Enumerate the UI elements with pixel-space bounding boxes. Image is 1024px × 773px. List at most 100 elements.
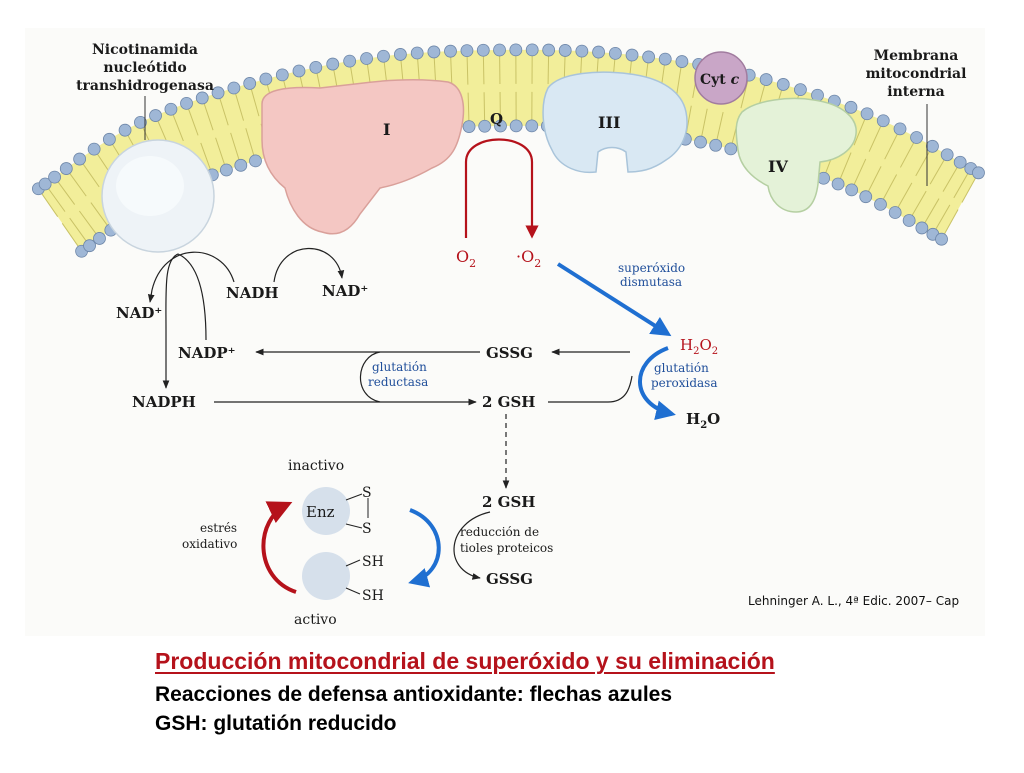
lipid-head [310, 61, 322, 73]
transhydrogenase-protein [102, 140, 214, 252]
lipid-head [84, 240, 96, 252]
gpx-label-line-2: peroxidasa [651, 376, 718, 390]
transhydrogenase-label-line-2: nucleótido [103, 60, 186, 76]
lipid-head [74, 153, 86, 165]
transhydrogenase-label-line-1: Nicotinamida [92, 42, 198, 58]
lipid-head [543, 44, 555, 56]
nadh-label: NADH [226, 284, 279, 302]
lipid-head [794, 84, 806, 96]
lipid-head [165, 103, 177, 115]
lipid-head [626, 49, 638, 61]
lipid-head [394, 48, 406, 60]
complex-i-label: I [383, 120, 390, 139]
lipid-head [150, 110, 162, 122]
superoxide-text: ·O [516, 247, 534, 266]
lipid-head [510, 44, 522, 56]
lipid-head [941, 149, 953, 161]
caption-line-1: Reacciones de defensa antioxidante: flec… [155, 683, 672, 707]
lipid-head [181, 97, 193, 109]
transhydrogenase-label-line-3: transhidrogenasa [76, 78, 214, 94]
inactivo-label: inactivo [288, 458, 344, 474]
lipid-head [103, 133, 115, 145]
nadp-plus-label: NADP⁺ [178, 344, 236, 362]
lipid-head [676, 56, 688, 68]
membrane-label-line-2: mitocondrial [866, 66, 967, 82]
lipid-head [845, 101, 857, 113]
nad-plus-left-label: NAD⁺ [116, 304, 162, 322]
oxygen-subscript: 2 [469, 257, 476, 270]
gsh-top-label: 2 GSH [482, 393, 535, 411]
stress-label-line-1: estrés [200, 521, 237, 535]
lipid-head [760, 74, 772, 86]
thiol-label-line-2: tioles proteicos [460, 541, 553, 555]
sh-bottom-label: SH [362, 588, 384, 604]
lipid-head [428, 46, 440, 58]
lipid-head [911, 132, 923, 144]
sulfur-top-label: S [362, 485, 372, 501]
lipid-head [695, 136, 707, 148]
lipid-head [874, 198, 886, 210]
caption-title: Producción mitocondrial de superóxido y … [155, 648, 775, 675]
thiol-label-line-1: reducción de [460, 525, 539, 539]
h2o2-h: H [680, 336, 693, 354]
lipid-head [710, 139, 722, 151]
lipid-head [916, 222, 928, 234]
lipid-head [725, 143, 737, 155]
lipid-head [659, 53, 671, 65]
lipid-head [526, 120, 538, 132]
lipid-head [228, 82, 240, 94]
lipid-head [461, 45, 473, 57]
lipid-head [576, 45, 588, 57]
stress-label-line-2: oxidativo [182, 537, 237, 551]
h2o2-sub-2: 2 [712, 346, 718, 357]
lipid-head [244, 77, 256, 89]
lipid-head [60, 163, 72, 175]
lipid-head [249, 155, 261, 167]
lipid-head [344, 55, 356, 67]
water-h: H [686, 410, 700, 428]
sod-label-line-2: dismutasa [620, 275, 682, 289]
gsh-bottom-label: 2 GSH [482, 493, 535, 511]
lipid-head [361, 53, 373, 65]
sod-label-line-1: superóxido [618, 261, 685, 275]
lipid-head [293, 65, 305, 77]
sulfur-bottom-label: S [362, 521, 372, 537]
lipid-head [327, 58, 339, 70]
gpx-label-line-1: glutatión [654, 361, 709, 375]
lipid-head [88, 143, 100, 155]
membrane-label-line-3: interna [887, 84, 945, 100]
active-enzyme [302, 552, 350, 600]
lipid-tail [484, 92, 485, 120]
lipid-head [260, 73, 272, 85]
lipid-head [377, 50, 389, 62]
lipid-tail [483, 56, 484, 84]
lipid-head [479, 120, 491, 132]
citation: Lehninger A. L., 4ª Edic. 2007– Cap [748, 594, 959, 608]
water-o: O [707, 410, 720, 428]
sh-top-label: SH [362, 554, 384, 570]
lipid-head [926, 140, 938, 152]
lipid-head [220, 164, 232, 176]
gr-label-line-2: reductasa [368, 375, 428, 389]
lipid-head [463, 121, 475, 133]
lipid-head [609, 47, 621, 59]
lipid-head [593, 46, 605, 58]
h2o2-o: O [699, 336, 711, 354]
lipid-head [894, 123, 906, 135]
lipid-head [877, 115, 889, 127]
lipid-head [832, 178, 844, 190]
lipid-head [526, 44, 538, 56]
cyt-c-suffix: c [731, 72, 740, 88]
water-sub: 2 [700, 420, 707, 431]
lipid-head [444, 45, 456, 57]
oxygen-text: O [456, 247, 469, 266]
lipid-head [846, 184, 858, 196]
lipid-head [954, 156, 966, 168]
lipid-head [889, 207, 901, 219]
lipid-head [861, 108, 873, 120]
lipid-head [411, 47, 423, 59]
gr-label-line-1: glutatión [372, 360, 427, 374]
lipid-head [494, 44, 506, 56]
complex-iv-label: IV [768, 157, 788, 176]
lipid-head [510, 120, 522, 132]
